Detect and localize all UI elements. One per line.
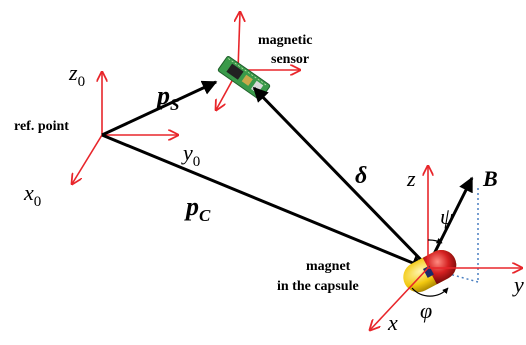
delta-label: δ [355, 163, 367, 189]
vector-pc [101, 133, 427, 270]
capsule-x-axis [370, 267, 429, 330]
ps-label: pS [155, 81, 179, 114]
ref-z0-label: z0 [68, 60, 85, 90]
ref-y0-label: y0 [181, 140, 200, 170]
angle-arcs [411, 237, 449, 297]
capsule-frame-axes [370, 166, 522, 330]
B-ground-projection [427, 267, 479, 283]
vector-ps [101, 80, 218, 137]
ref-point-label: ref. point [14, 119, 69, 134]
capsule-y-label: y [512, 272, 524, 297]
psi-arc [427, 237, 443, 244]
pc-label: pC [184, 192, 211, 225]
magnetic-sensor-label-line2: sensor [271, 52, 309, 67]
magnet-label-line1: magnet [306, 259, 351, 274]
phi-arc [411, 287, 449, 297]
magnet-label-line2: in the capsule [277, 279, 359, 294]
magnet-capsule [403, 249, 457, 293]
projection-lines [427, 188, 479, 283]
sensor-z-axis [238, 12, 240, 71]
ref-x-axis [72, 134, 103, 184]
vector-delta [252, 86, 429, 268]
phi-label: φ [420, 298, 432, 323]
magnetic-sensor-label-line1: magnetic [258, 33, 312, 48]
B-label: B [482, 166, 498, 191]
capsule-x-label: x [387, 310, 398, 335]
ref-frame-axes [72, 72, 178, 184]
ref-x0-label: x0 [23, 180, 41, 210]
capsule-z-label: z [406, 166, 416, 191]
psi-label: ψ [440, 204, 454, 229]
